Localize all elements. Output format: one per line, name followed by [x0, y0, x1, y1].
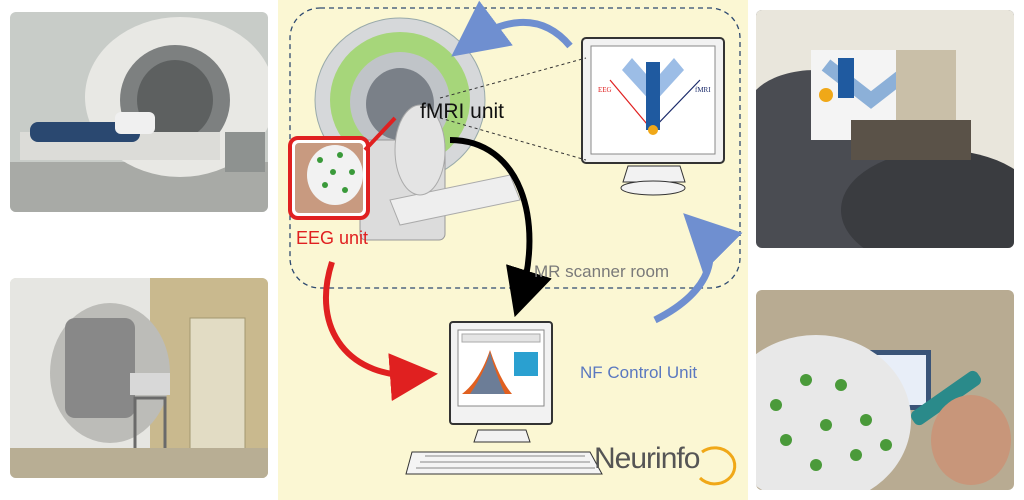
eeg-cap-photo-bottom-right	[756, 290, 1014, 490]
neurinfo-logo-text: Neurinfo	[594, 442, 700, 475]
diagram-panel	[278, 0, 748, 500]
mri-scanner-photo-bottom-left	[10, 278, 268, 478]
mri-scanner-photo-icon	[10, 278, 268, 478]
fmri-unit-label: fMRI unit	[420, 100, 505, 123]
mr-room-label: MR scanner room	[534, 262, 670, 281]
mri-scanner-photo-icon	[10, 12, 268, 212]
eeg-cap-photo-icon	[756, 290, 1014, 490]
nf-control-unit-label: NF Control Unit	[580, 363, 698, 382]
scanner-view-photo-top-right	[756, 10, 1014, 248]
in-scanner-view-photo-icon	[756, 10, 1014, 248]
mri-patient-photo-top-left	[10, 12, 268, 212]
neurinfo-logo: Neurinfo	[594, 434, 744, 490]
eeg-unit-label: EEG unit	[296, 228, 369, 248]
